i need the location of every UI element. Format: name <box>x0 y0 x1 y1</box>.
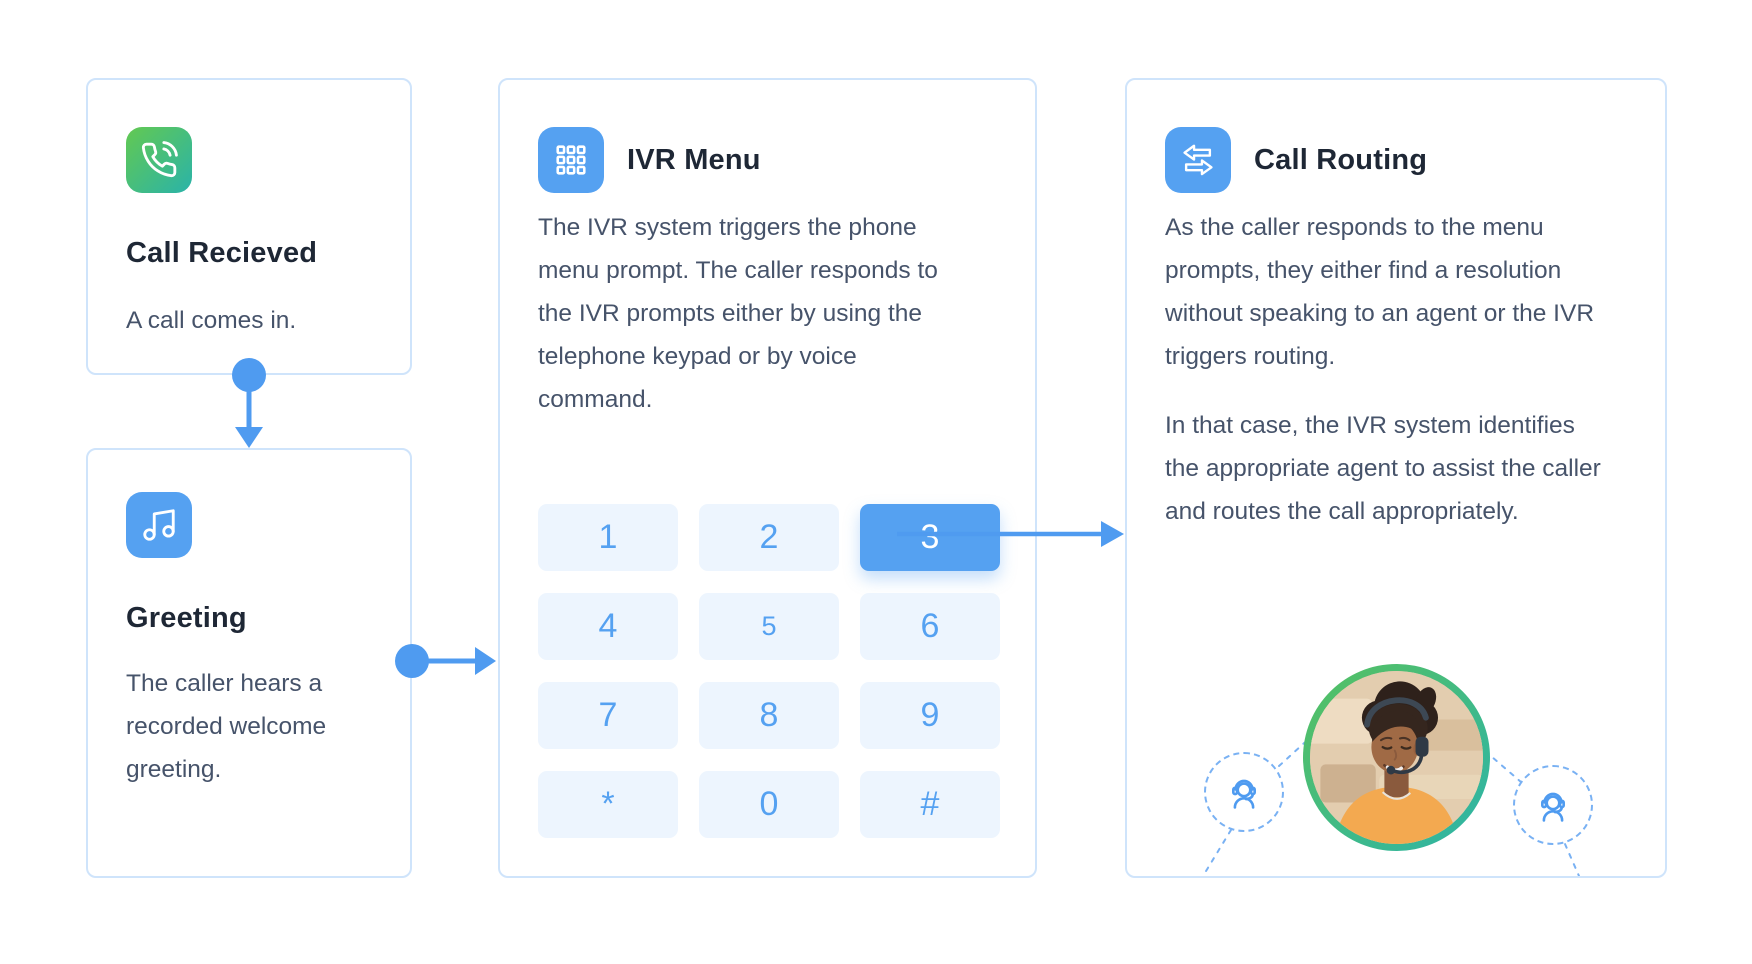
dialpad-icon <box>538 127 604 193</box>
keypad-key-2[interactable]: 2 <box>699 504 839 571</box>
agent-headset-icon <box>1541 792 1565 822</box>
transfer-arrows-icon <box>1165 127 1231 193</box>
keypad-key-8[interactable]: 8 <box>699 682 839 749</box>
keypad-key-4[interactable]: 4 <box>538 593 678 660</box>
agent-headset-icon <box>1232 779 1256 809</box>
agent-node-left <box>1204 752 1284 832</box>
agent-portrait-illustration <box>1310 671 1483 844</box>
keypad-key-3[interactable]: 3 <box>860 504 1000 571</box>
keypad-key-9[interactable]: 9 <box>860 682 1000 749</box>
keypad-key-#[interactable]: # <box>860 771 1000 838</box>
keypad-key-0[interactable]: 0 <box>699 771 839 838</box>
phone-icon <box>126 127 192 193</box>
keypad-key-5[interactable]: 5 <box>699 593 839 660</box>
panel-routing-paragraph-2: In that case, the IVR system identifies … <box>1165 412 1601 525</box>
panel-ivr-title: IVR Menu <box>627 143 761 176</box>
agent-node-right <box>1513 765 1593 845</box>
card-call-received-title: Call Recieved <box>126 237 318 269</box>
panel-routing-paragraph-1: As the caller responds to the menu promp… <box>1165 214 1595 370</box>
keypad-key-1[interactable]: 1 <box>538 504 678 571</box>
card-greeting: Greeting The caller hears a recorded wel… <box>86 448 412 878</box>
card-greeting-title: Greeting <box>126 602 247 634</box>
card-call-received: Call Recieved A call comes in. <box>86 78 412 375</box>
agent-photo <box>1303 664 1490 851</box>
panel-call-routing: Call Routing As the caller responds to t… <box>1125 78 1667 878</box>
panel-ivr-menu: IVR Menu The IVR system triggers the pho… <box>498 78 1037 878</box>
keypad-key-7[interactable]: 7 <box>538 682 678 749</box>
music-note-icon <box>126 492 192 558</box>
panel-ivr-description: The IVR system triggers the phone menu p… <box>538 214 938 413</box>
card-greeting-description: The caller hears a recorded welcome gree… <box>126 670 327 783</box>
keypad-key-6[interactable]: 6 <box>860 593 1000 660</box>
card-call-received-description: A call comes in. <box>126 307 297 334</box>
panel-routing-title: Call Routing <box>1254 143 1428 176</box>
keypad-key-*[interactable]: * <box>538 771 678 838</box>
